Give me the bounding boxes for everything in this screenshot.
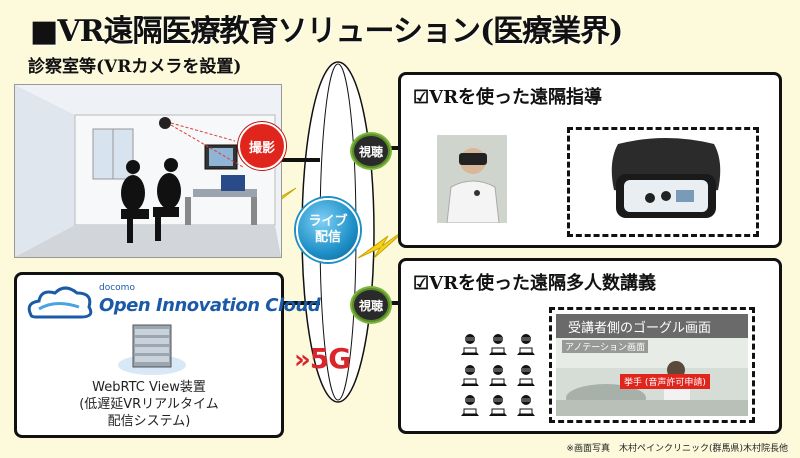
panel-remote-guidance-title: ☑VRを使った遠隔指導 xyxy=(413,87,603,108)
goggle-screen-title: 受講者側のゴーグル画面 xyxy=(556,314,748,338)
room-subtitle: 診察室等(VRカメラを設置) xyxy=(28,57,242,77)
cloud-logo: docomo Open Innovation Cloud xyxy=(25,283,321,323)
viewer-icon xyxy=(461,364,479,386)
viewer-icon xyxy=(517,395,535,417)
watch-badge-top: 視聴 xyxy=(352,134,390,168)
cloud-brand: Open Innovation Cloud xyxy=(99,295,321,316)
viewer-icon xyxy=(461,395,479,417)
exam-room-image xyxy=(14,84,282,258)
live-line1: ライブ xyxy=(308,214,348,229)
goggle-view-frame xyxy=(567,127,759,237)
photo-label-badge: 撮影 xyxy=(238,122,286,170)
device-line1: WebRTC View装置 xyxy=(92,380,206,395)
viewer-icon xyxy=(489,395,507,417)
viewer-icon xyxy=(517,334,535,355)
device-line2: (低遅延VRリアルタイム xyxy=(79,397,219,412)
panel-remote-guidance: ☑VRを使った遠隔指導 xyxy=(398,72,782,248)
live-distribution-badge: ライブ 配信 xyxy=(296,198,360,262)
server-icon xyxy=(118,324,186,375)
webrtc-device-text: WebRTC View装置 (低遅延VRリアルタイム 配信システム) xyxy=(17,379,281,430)
cloud-icon xyxy=(27,286,93,319)
doctor-vr-photo xyxy=(437,135,507,223)
lecture-screen-photo: アノテーション画面 挙手 (音声許可申請) xyxy=(556,338,748,416)
watch-badge-bottom: 視聴 xyxy=(352,288,390,322)
device-line3: 配信システム) xyxy=(107,414,191,429)
viewer-icon xyxy=(489,364,507,386)
page-title: ■VR遠隔医療教育ソリューション(医療業界) xyxy=(30,14,623,49)
panel-cloud: docomo Open Innovation Cloud WebRTC View… xyxy=(14,272,321,438)
viewer-icon xyxy=(461,334,479,355)
panel-remote-lecture-title: ☑VRを使った遠隔多人数講義 xyxy=(413,273,657,294)
footnote: ※画面写真 木村ペインクリニック(群馬県)木村院長他 xyxy=(566,444,788,454)
viewer-icon xyxy=(517,364,535,386)
5g-text: 5G xyxy=(309,342,351,375)
cloud-brand-small: docomo xyxy=(99,283,135,293)
live-line2: 配信 xyxy=(314,230,341,245)
vr-goggle-icon xyxy=(611,138,721,218)
lecture-goggle-frame: 受講者側のゴーグル画面 アノテーション画面 挙手 (音声許可申請) xyxy=(549,307,755,423)
network-5g-label: »5G xyxy=(294,342,351,375)
viewer-icon xyxy=(489,334,507,355)
raise-hand-label: 挙手 (音声許可申請) xyxy=(620,374,710,389)
annotation-label: アノテーション画面 xyxy=(562,340,649,353)
5g-chevron-icon: » xyxy=(294,345,311,375)
audience-grid xyxy=(459,333,543,417)
panel-remote-lecture: ☑VRを使った遠隔多人数講義 受講者側のゴーグル画面 アノテーション画面 挙手 … xyxy=(398,258,782,434)
